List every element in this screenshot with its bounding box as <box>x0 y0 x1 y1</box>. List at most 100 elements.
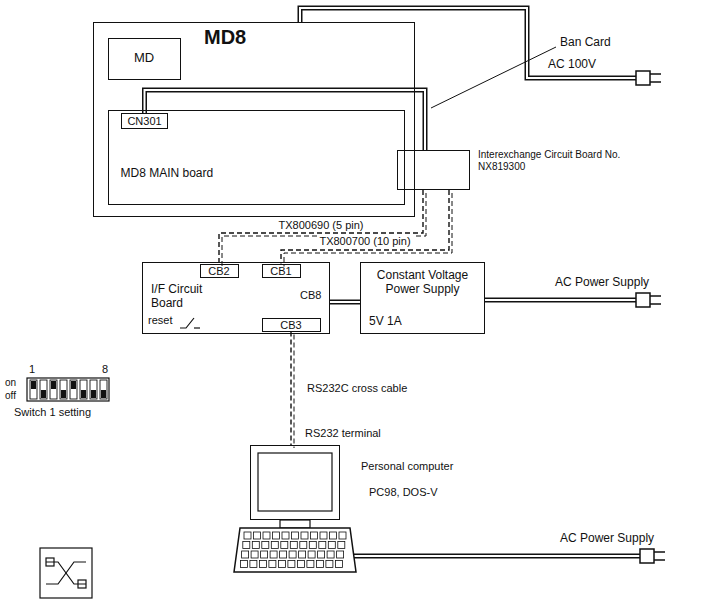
node-title: Interexchange Circuit Board No. NX819300 <box>478 149 628 172</box>
cable <box>291 332 294 449</box>
key <box>299 551 306 558</box>
housing-box: MD8MDMD8 MAIN boardCN301 <box>93 22 415 217</box>
key <box>290 542 297 549</box>
key <box>259 561 266 568</box>
dip-lever <box>80 380 87 399</box>
key <box>330 532 337 539</box>
cable-line <box>330 300 360 305</box>
keyboard-keys <box>240 532 346 568</box>
key <box>309 542 316 549</box>
power-cord <box>300 8 636 78</box>
power-cord-inner <box>484 299 636 301</box>
key <box>251 551 258 558</box>
cable-inner <box>145 90 426 150</box>
power-cord-inner <box>300 8 636 78</box>
power-supply-box: Constant Voltage Power Supply5V 1A <box>360 262 485 334</box>
switch-number: 1 <box>29 363 35 376</box>
connector-box: CN301 <box>121 113 168 129</box>
dip-lever <box>100 380 107 399</box>
dip-lever <box>50 380 57 399</box>
callout-label: Ban Card <box>560 36 611 50</box>
key <box>262 542 269 549</box>
key <box>240 561 247 568</box>
power-cord <box>485 298 636 303</box>
key <box>271 542 278 549</box>
key <box>328 542 335 549</box>
node-note: PC98, DOS-V <box>369 486 437 499</box>
reset-switch <box>180 318 200 328</box>
key <box>281 542 288 549</box>
computer-monitor: Personal computerPC98, DOS-V <box>250 445 340 520</box>
caption-label: Switch 1 setting <box>14 406 91 419</box>
key <box>311 532 318 539</box>
cable <box>145 90 426 150</box>
dip-lever <box>70 380 77 399</box>
key <box>278 561 285 568</box>
key <box>339 532 346 539</box>
node-title: I/F Circuit Board <box>151 283 231 311</box>
switch-number: 8 <box>102 363 108 376</box>
key <box>289 551 296 558</box>
cable <box>330 302 360 303</box>
key <box>338 542 345 549</box>
key <box>300 542 307 549</box>
key <box>270 551 277 558</box>
node-title: CN301 <box>122 115 167 128</box>
cable-label: TX800690 (5 pin) <box>277 219 366 232</box>
leader-line <box>431 47 556 108</box>
monitor-screen <box>258 453 332 511</box>
key <box>242 551 249 558</box>
cable-second-wire <box>294 335 295 449</box>
circuit-board-box: MD8 MAIN boardCN301 <box>108 110 405 205</box>
key <box>337 551 344 558</box>
power-plug <box>636 293 661 307</box>
key <box>335 561 342 568</box>
node-title: MD <box>109 51 180 66</box>
key <box>288 561 295 568</box>
switch-state: on <box>5 377 16 389</box>
switch-label: reset <box>148 314 172 327</box>
cable <box>219 190 426 267</box>
key <box>319 542 326 549</box>
key <box>307 561 314 568</box>
key <box>263 532 270 539</box>
switch-state: off <box>5 390 16 402</box>
key <box>308 551 315 558</box>
md-unit-box: MD <box>108 38 181 80</box>
key <box>318 551 325 558</box>
supply-label: AC Power Supply <box>560 532 654 546</box>
key <box>261 551 268 558</box>
key <box>327 551 334 558</box>
monitor-stand <box>280 520 310 528</box>
key <box>244 532 251 539</box>
cable-inner <box>330 301 360 303</box>
key <box>316 561 323 568</box>
supply-label: AC 100V <box>548 58 596 72</box>
key <box>250 561 257 568</box>
cable-line <box>290 332 291 446</box>
key <box>243 542 250 549</box>
node-title: CB1 <box>263 265 300 278</box>
power-plug <box>636 71 661 85</box>
node-title: CB3 <box>263 319 320 332</box>
connector-box: CB1 <box>262 264 301 278</box>
keyboard <box>234 528 356 572</box>
circuit-board-box: Interexchange Circuit Board No. NX819300 <box>397 150 470 190</box>
key <box>320 532 327 539</box>
dip-lever <box>30 380 37 399</box>
key <box>254 532 261 539</box>
supply-label: AC Power Supply <box>555 276 649 290</box>
node-title: CB2 <box>201 265 238 278</box>
node-note: 5V 1A <box>369 315 402 329</box>
dip-lever <box>40 380 47 399</box>
cable-label: RS232C cross cable <box>305 382 409 395</box>
power-cord-inner <box>352 555 640 557</box>
connector-box: CB2 <box>200 264 239 278</box>
key <box>301 532 308 539</box>
power-cord <box>353 554 640 559</box>
dip-lever <box>90 380 97 399</box>
connector-box: CB3 <box>262 318 321 332</box>
key <box>269 561 276 568</box>
